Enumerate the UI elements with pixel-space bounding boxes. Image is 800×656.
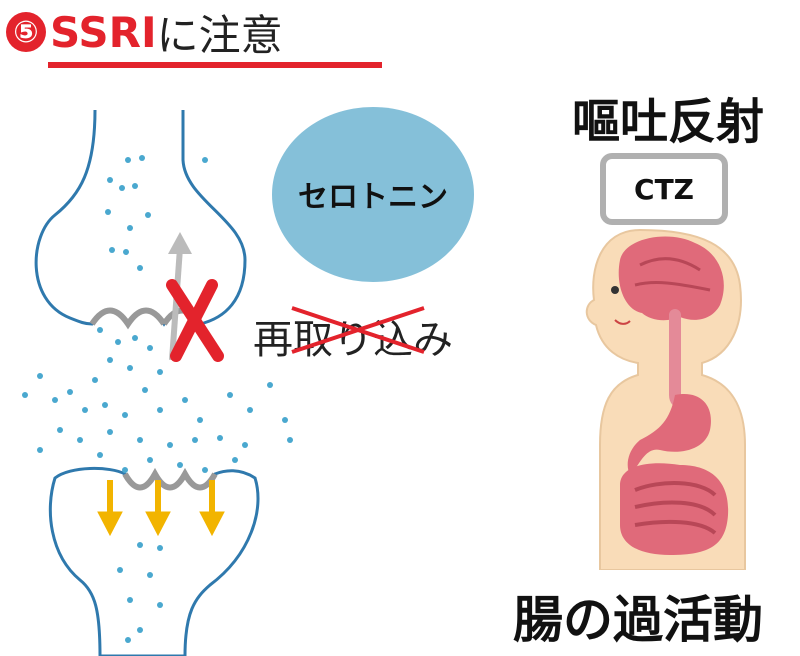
postsynaptic-receptors <box>122 467 218 491</box>
reuptake-block-x <box>166 279 224 362</box>
title-underline <box>48 62 382 68</box>
brain <box>618 236 724 321</box>
synapse-diagram <box>22 109 293 656</box>
ctz-box: CTZ <box>600 153 728 225</box>
presynaptic-receptors <box>89 307 167 330</box>
reuptake-arrow <box>169 247 183 361</box>
serotonin-molecules <box>22 155 293 643</box>
serotonin-circle <box>272 107 474 282</box>
stomach <box>627 394 711 475</box>
page-title: ⑤ SSRI に注意 <box>6 2 283 62</box>
signal-arrows <box>97 480 225 537</box>
serotonin-label: セロトニン <box>298 180 448 215</box>
title-caution: に注意 <box>156 10 283 60</box>
title-ssri: SSRI <box>50 7 157 57</box>
reuptake-label: 再取り込み <box>253 317 453 363</box>
reuptake-cross-icon <box>291 306 425 354</box>
vomit-reflex-label: 嘔吐反射 <box>572 94 765 150</box>
postsynaptic-terminal <box>48 466 260 656</box>
ctz-label: CTZ <box>634 172 694 206</box>
intestines <box>620 463 729 555</box>
intestinal-hyperactivity-label: 腸の過活動 <box>513 591 763 649</box>
human-body-illustration <box>585 228 746 570</box>
esophagus <box>669 309 688 409</box>
title-number-badge: ⑤ <box>6 12 46 52</box>
